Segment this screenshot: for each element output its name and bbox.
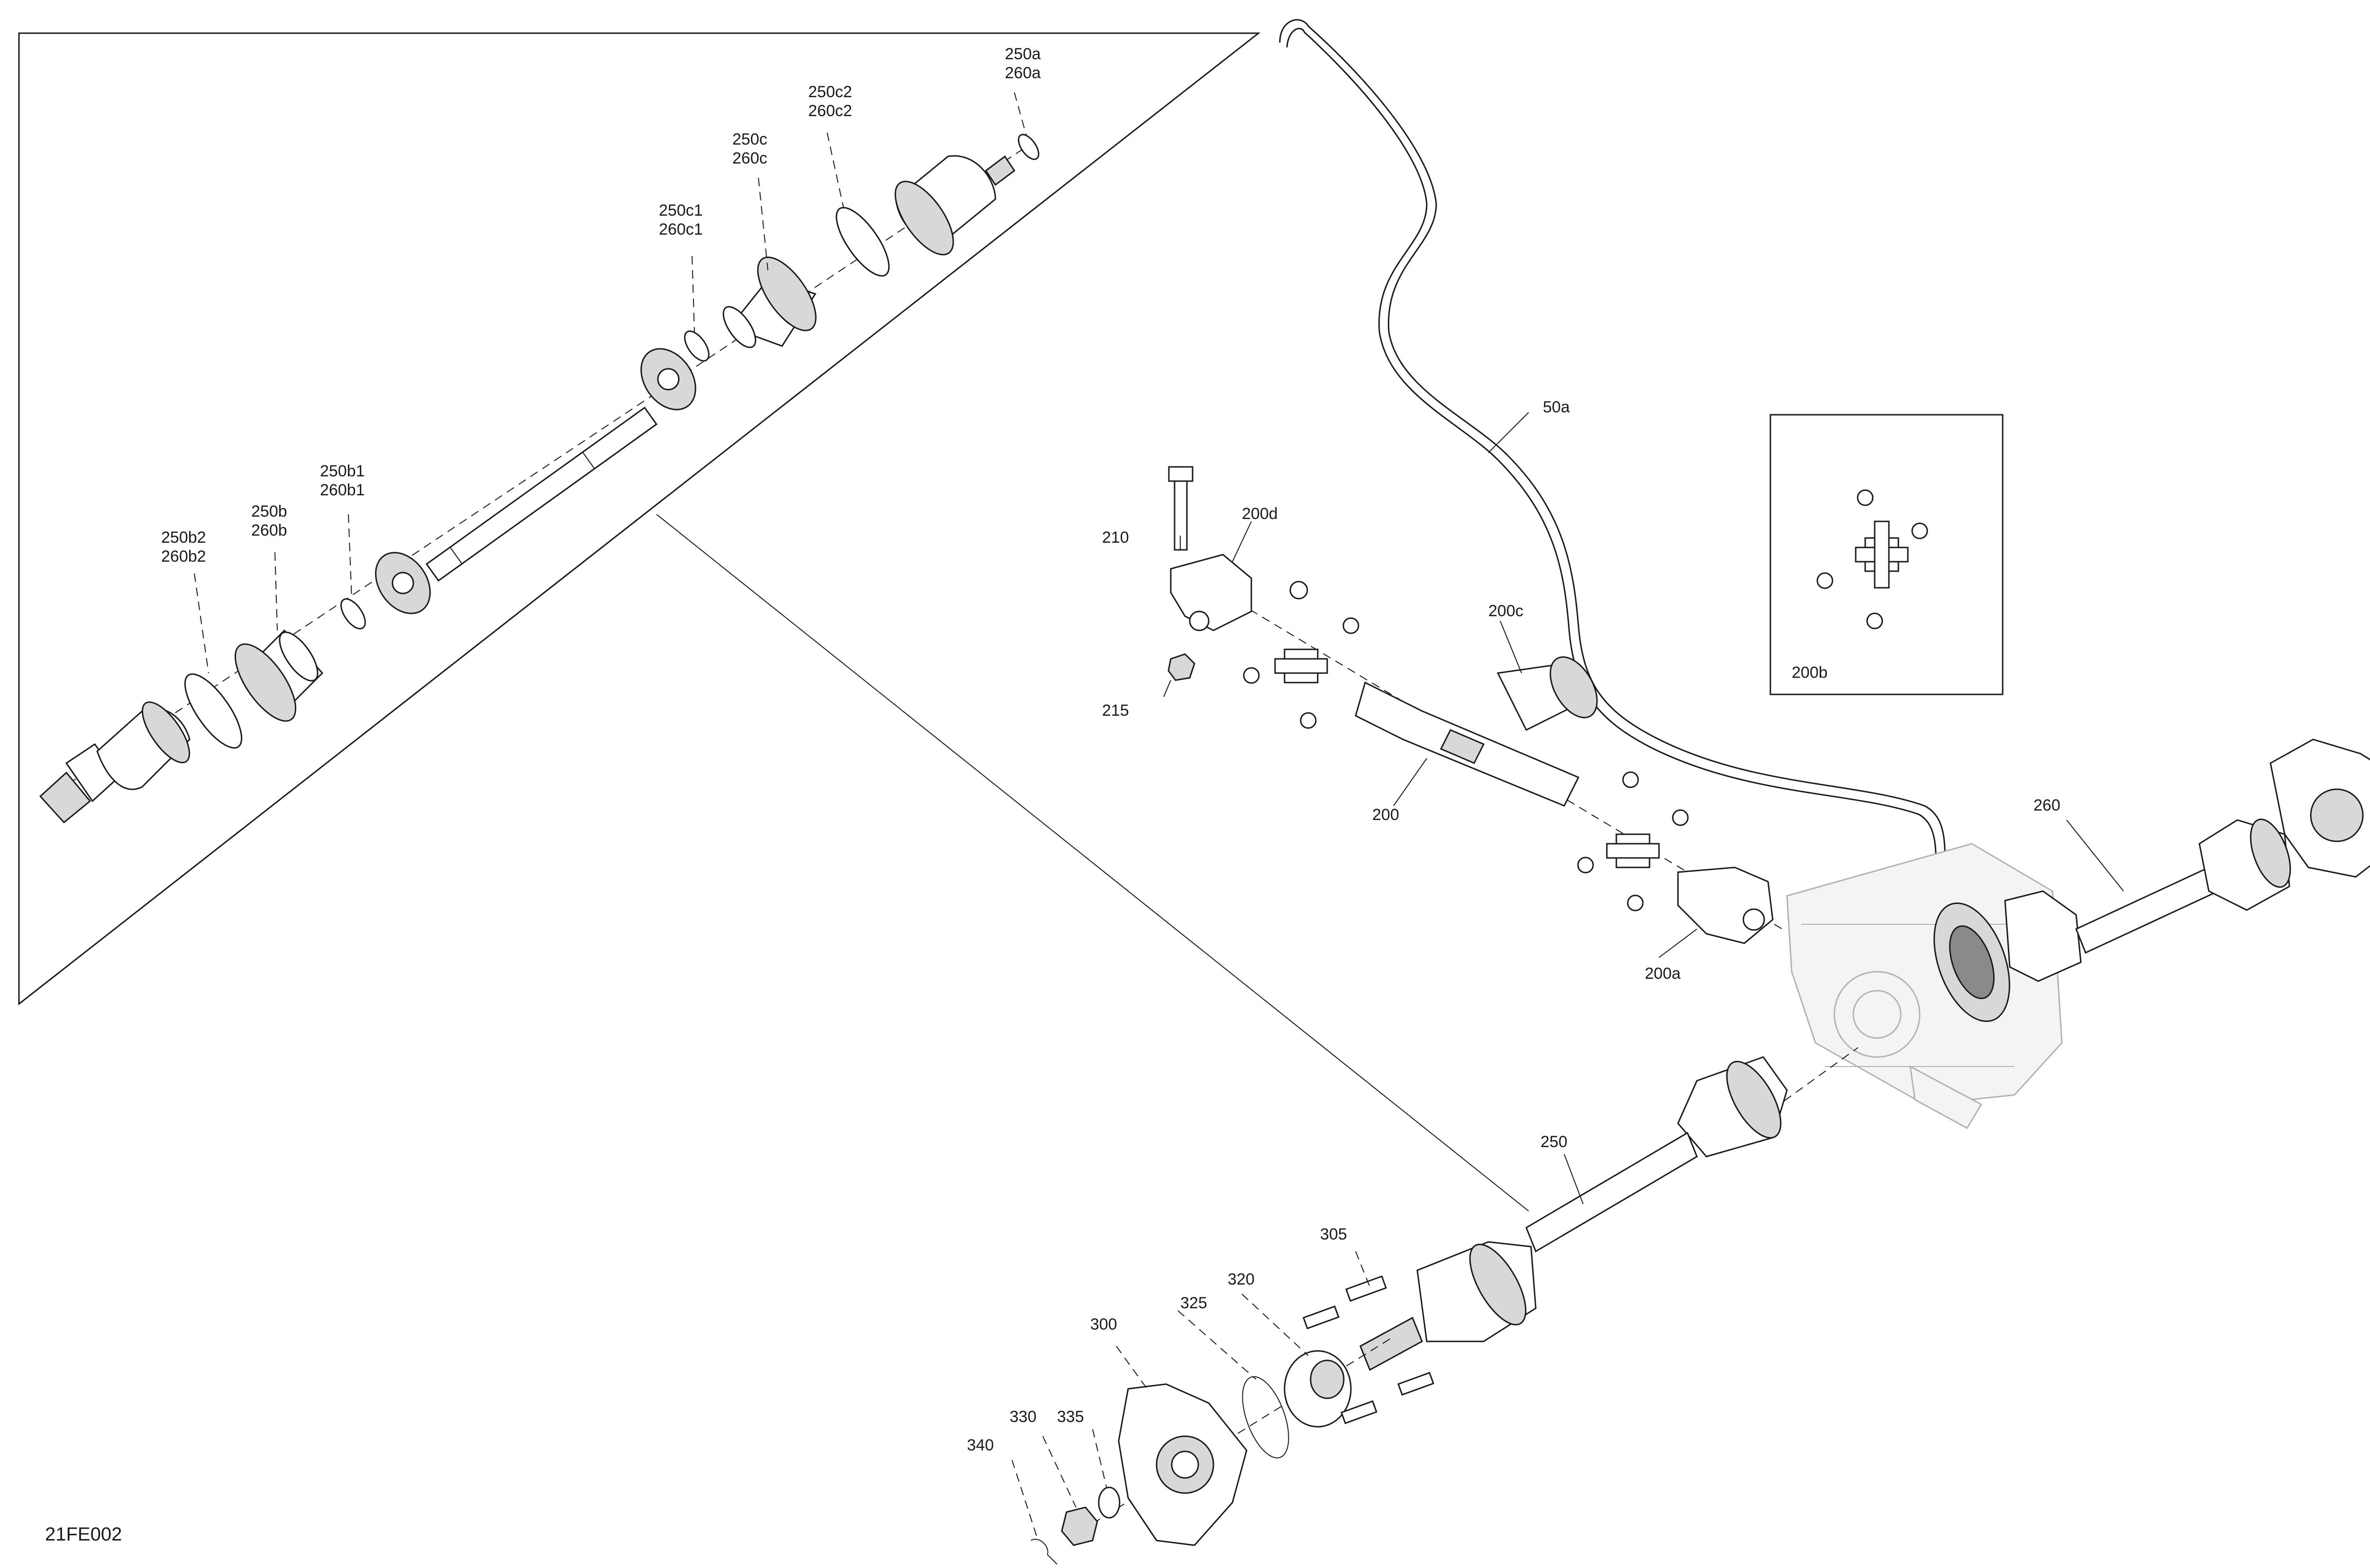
washer-335 (1098, 1486, 1121, 1519)
part-label-line: 260b (251, 521, 287, 539)
part-label-line: 325 (1180, 1294, 1207, 1312)
part-label-340: 340 (967, 1436, 994, 1454)
part-label-300: 300 (1090, 1315, 1117, 1333)
part-label-200: 200 (1372, 806, 1399, 824)
part-label-line: 260 (2033, 796, 2060, 814)
part-label-line: 300 (1090, 1315, 1117, 1333)
part-label-200a: 200a (1645, 965, 1681, 983)
part-label-line: 50a (1543, 398, 1570, 416)
clamp-250b2 (184, 673, 243, 749)
part-label-325: 325 (1180, 1294, 1207, 1312)
part-label-line: 250c1 (659, 201, 703, 219)
yoke-200d (1170, 554, 1252, 631)
shaft-boot-200c (1496, 656, 1598, 731)
part-label-line: 250b (251, 502, 287, 520)
part-label-200c: 200c (1488, 602, 1523, 620)
part-label-50a: 50a (1543, 398, 1570, 416)
axle-shaft (425, 406, 658, 582)
part-label-250: 250 (1540, 1133, 1568, 1151)
u-joint-cross-upper (1274, 648, 1328, 684)
part-label-line: 320 (1228, 1270, 1255, 1288)
part-label-305: 305 (1320, 1225, 1347, 1243)
half-shaft-250 (1359, 1047, 1859, 1371)
u-joint-cross-inset (1855, 520, 1909, 589)
part-label-line: 250c (732, 130, 767, 148)
outer-cv-housing (96, 701, 191, 790)
inset-200b-frame (1769, 414, 2004, 695)
part-label-215: 215 (1102, 702, 1129, 720)
part-label-line: 250c2 (808, 83, 852, 101)
part-label-line: 200 (1372, 806, 1399, 824)
figure-code: 21FE002 (45, 1524, 122, 1545)
circlip-250a (1018, 134, 1039, 160)
half-shaft-260 (1933, 738, 2370, 1022)
studs-305 (1303, 1275, 1434, 1424)
exploded-half-shaft (39, 92, 1039, 824)
part-label-210: 210 (1102, 529, 1129, 547)
bearing-320 (1284, 1350, 1352, 1428)
part-label-line: 260b1 (320, 481, 365, 499)
part-label-line: 260c (732, 149, 767, 167)
part-label-line: 215 (1102, 702, 1129, 720)
clamp-250b1 (340, 598, 366, 629)
part-label-line: 260b2 (161, 547, 206, 565)
rear-differential (1786, 843, 2063, 1130)
clamp-250c2 (836, 207, 890, 277)
part-label-line: 250a (1005, 45, 1041, 63)
part-label-330: 330 (1010, 1408, 1037, 1426)
part-label-line: 330 (1010, 1408, 1037, 1426)
part-label-line: 305 (1320, 1225, 1347, 1243)
part-label-line: 200a (1645, 965, 1681, 983)
front-hub-assembly (1012, 1251, 1434, 1565)
outer-stub-spline (39, 743, 119, 824)
tripod-joint-right (640, 348, 696, 410)
part-label-260: 260 (2033, 796, 2060, 814)
inner-cv-housing (894, 155, 1016, 255)
part-label-line: 250 (1540, 1133, 1568, 1151)
boot-250b (234, 629, 324, 722)
part-label-line: 200d (1242, 505, 1278, 523)
part-label-line: 250b2 (161, 529, 206, 547)
part-label-line: 260c1 (659, 220, 703, 238)
nut-330 (1061, 1506, 1098, 1546)
u-joint-cross-lower (1606, 833, 1660, 868)
part-label-line: 250b1 (320, 462, 365, 480)
part-label-line: 260c2 (808, 102, 852, 120)
prop-shaft (1167, 466, 1783, 944)
circlip-325 (1242, 1376, 1289, 1459)
detail-panel-frame (18, 32, 1261, 1006)
tripod-joint-left (375, 552, 431, 614)
vent-hose (1279, 19, 1946, 906)
clamp-250c1 (684, 330, 710, 362)
yoke-200a (1677, 866, 1774, 944)
inset-200b (1769, 414, 2004, 695)
cotter-pin-340 (1030, 1539, 1057, 1565)
part-label-335: 335 (1057, 1408, 1084, 1426)
boot-250c (722, 256, 817, 348)
nut-215 (1167, 653, 1195, 681)
part-label-line: 335 (1057, 1408, 1084, 1426)
leader-lines (1163, 412, 2124, 1204)
part-label-line: 210 (1102, 529, 1129, 547)
part-label-320: 320 (1228, 1270, 1255, 1288)
inset-label: 200b (1792, 664, 1828, 682)
detail-panel-callout-line (656, 514, 1529, 1212)
part-label-line: 200c (1488, 602, 1523, 620)
part-label-line: 260a (1005, 64, 1041, 82)
part-label-line: 340 (967, 1436, 994, 1454)
detail-panel (18, 32, 1529, 1212)
part-label-200d: 200d (1242, 505, 1278, 523)
